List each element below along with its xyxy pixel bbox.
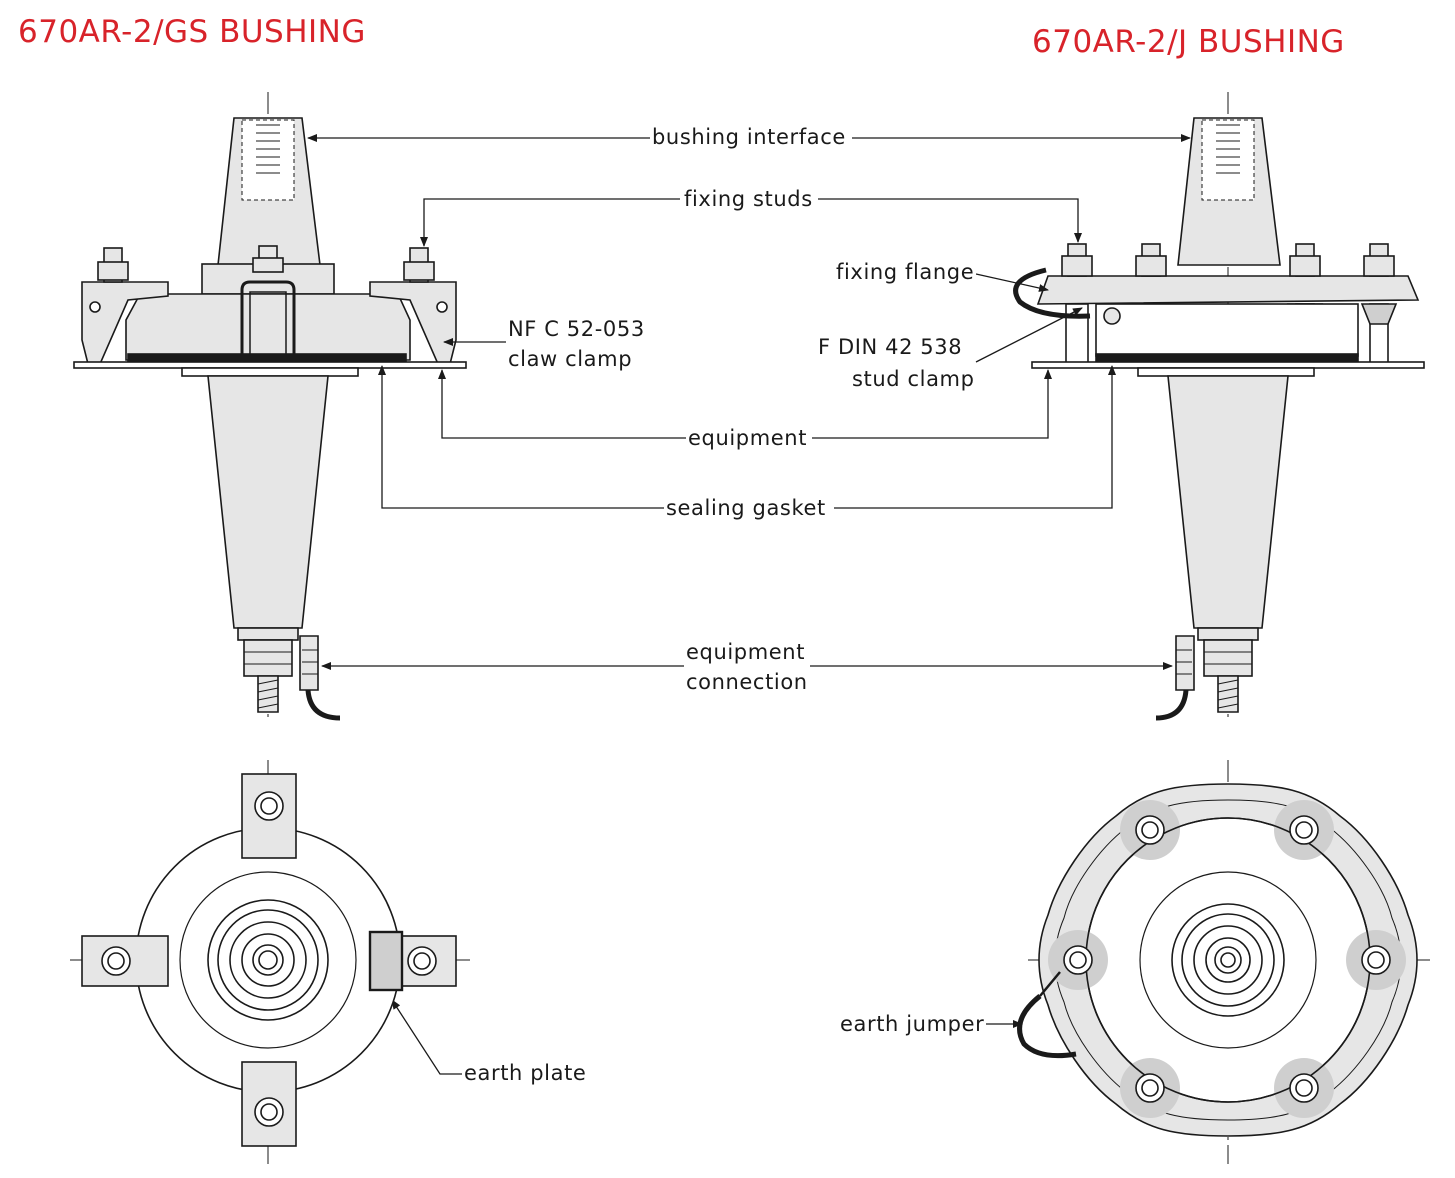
bushing-interface-label: bushing interface — [650, 122, 848, 152]
claw-clamp-label: claw clamp — [506, 344, 635, 374]
equipment-connection-label-line2: connection — [684, 667, 810, 697]
stud-clamp-standard-label: F DIN 42 538 — [816, 332, 965, 362]
stud-clamp-label: stud clamp — [850, 364, 977, 394]
claw-clamp-standard-label: NF C 52-053 — [506, 314, 647, 344]
gs-plan-view — [70, 760, 470, 1164]
gs-side-view — [73, 92, 467, 721]
earth-plate-label: earth plate — [462, 1058, 589, 1088]
sealing-gasket-label: sealing gasket — [664, 493, 828, 523]
fixing-studs-label: fixing studs — [682, 184, 815, 214]
equipment-label: equipment — [686, 423, 810, 453]
leader-lines — [307, 134, 1191, 1075]
gs-bushing-title: 670AR-2/GS BUSHING — [18, 14, 366, 50]
j-side-view — [1013, 92, 1425, 721]
j-bushing-title: 670AR-2/J BUSHING — [1032, 24, 1345, 60]
equipment-connection-label-line1: equipment — [684, 637, 808, 667]
earth-jumper-label: earth jumper — [838, 1009, 987, 1039]
fixing-flange-label: fixing flange — [834, 257, 977, 287]
j-plan-view — [1017, 760, 1430, 1164]
